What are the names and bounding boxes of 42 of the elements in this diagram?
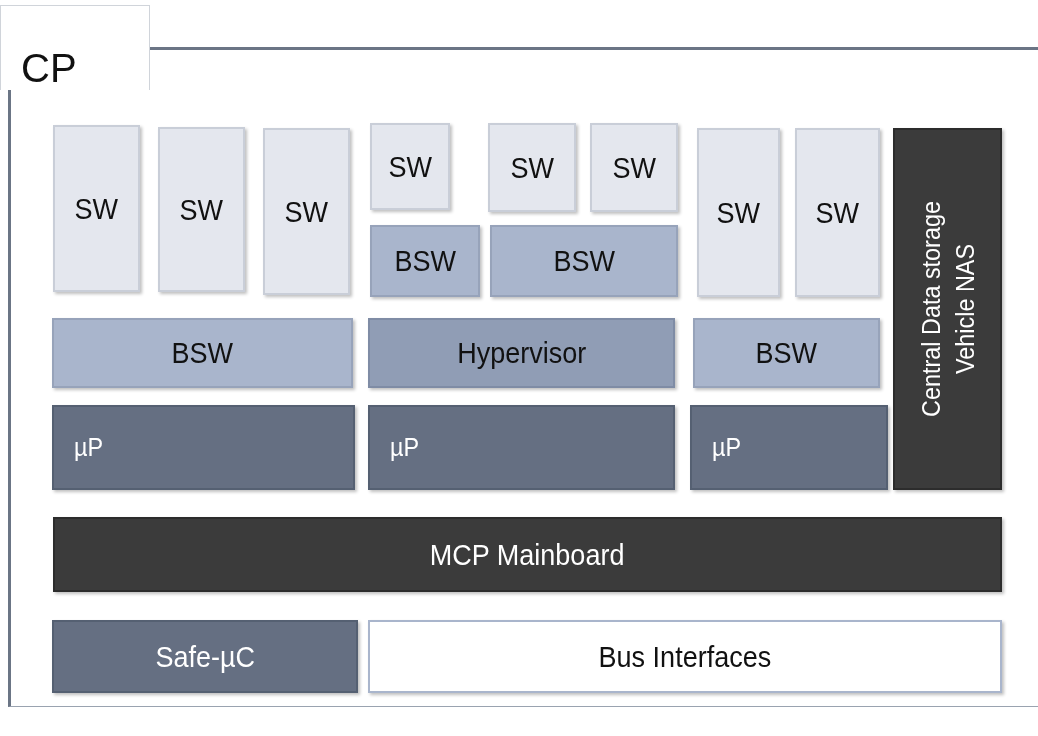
block-label: Central Data storage Vehicle NAS	[914, 200, 981, 419]
basic-software-block	[490, 225, 678, 297]
basic-software-block	[370, 225, 480, 297]
hardware-block	[893, 128, 1002, 490]
software-block	[795, 128, 880, 297]
block-label: Hypervisor	[457, 336, 586, 370]
software-block	[263, 128, 350, 295]
block-label: Bus Interfaces	[598, 639, 772, 674]
interface-block	[368, 620, 1002, 693]
hypervisor-block	[368, 318, 675, 388]
block-label: SW	[510, 150, 554, 185]
block-label: µP	[390, 432, 420, 463]
block-label: Safe-µC	[155, 639, 255, 674]
block-label: SW	[284, 194, 329, 229]
processor-block	[690, 405, 888, 490]
software-block	[158, 127, 245, 292]
block-label: SW	[388, 149, 432, 184]
basic-software-block	[693, 318, 880, 388]
block-label: SW	[716, 195, 761, 230]
block-label: µP	[712, 432, 742, 463]
block-label: BSW	[755, 336, 818, 370]
processor-block	[52, 405, 355, 490]
block-label: MCP Mainboard	[430, 537, 625, 572]
block-label: SW	[815, 195, 860, 230]
processor-block	[368, 405, 675, 490]
block-label: SW	[612, 150, 656, 185]
software-block	[53, 125, 140, 292]
processor-block	[52, 620, 358, 693]
frame-title: CP	[21, 46, 77, 91]
block-label: BSW	[394, 244, 456, 278]
hardware-block	[53, 517, 1002, 592]
software-block	[488, 123, 576, 212]
software-block	[370, 123, 450, 210]
block-label: BSW	[171, 336, 234, 370]
frame	[8, 47, 1038, 707]
software-block	[590, 123, 678, 212]
basic-software-block	[52, 318, 353, 388]
block-label: SW	[74, 191, 119, 226]
block-label: BSW	[553, 244, 615, 278]
block-label: SW	[179, 192, 224, 227]
block-label: µP	[74, 432, 104, 463]
software-block	[697, 128, 780, 297]
